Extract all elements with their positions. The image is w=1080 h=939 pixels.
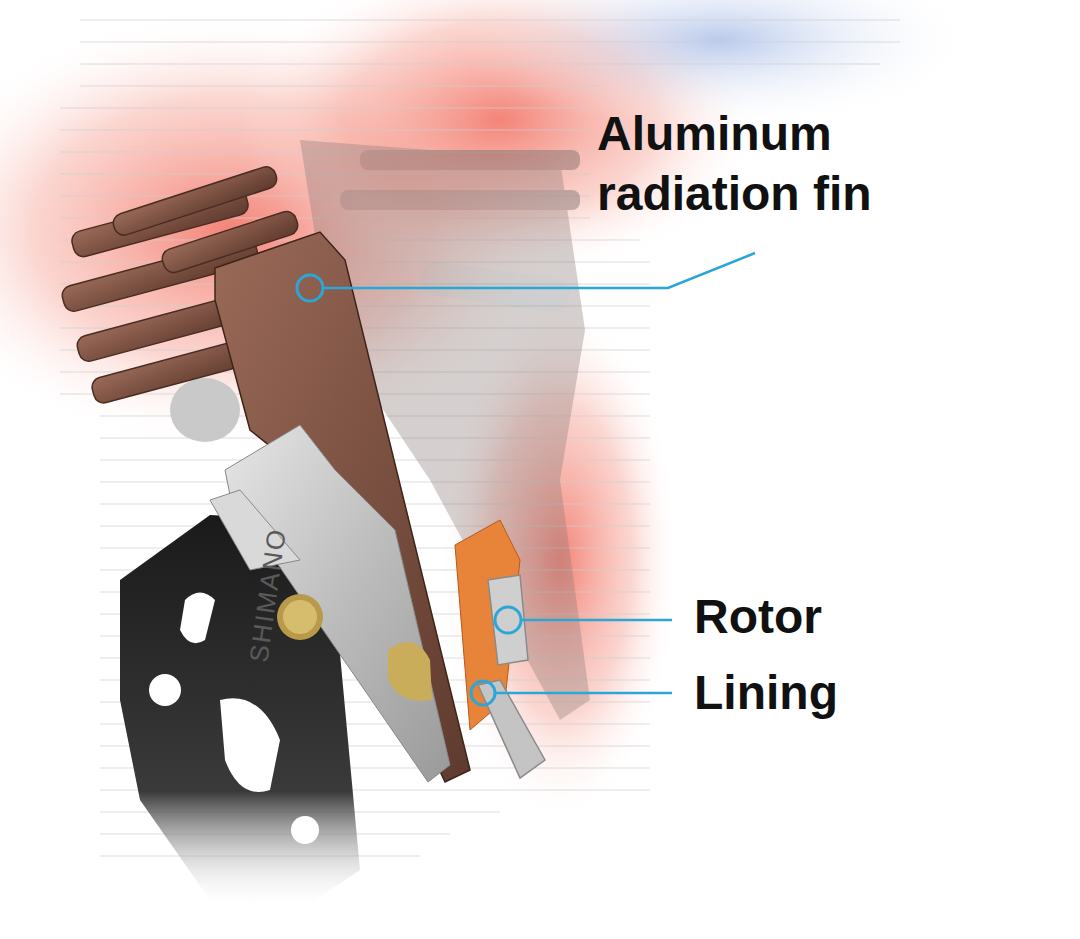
part-name: Rotor: [694, 587, 994, 647]
part-name: Aluminum radiation fin: [597, 104, 977, 224]
part-name: Lining: [694, 663, 994, 723]
